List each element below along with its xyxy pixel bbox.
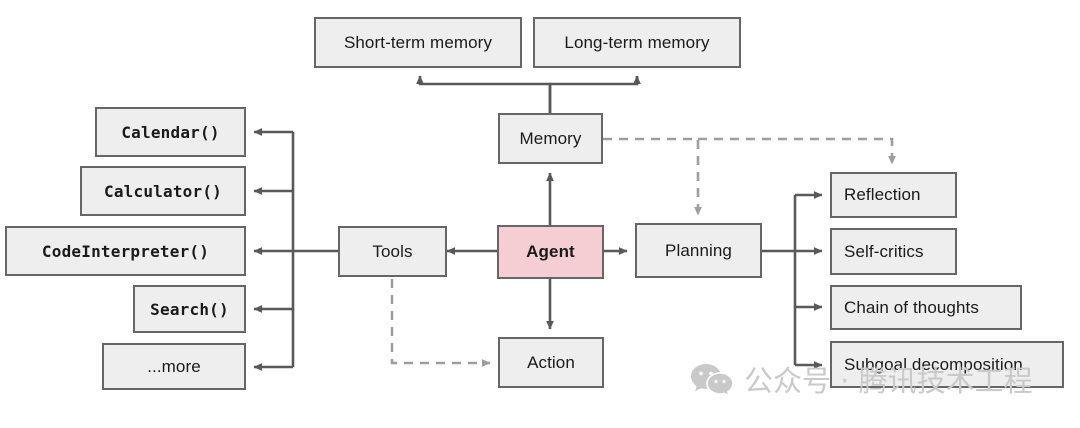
node-label: Long-term memory	[564, 32, 710, 52]
watermark: 公众号 · 腾讯技术工程	[690, 358, 1033, 400]
node-label: Subgoal decomposition	[844, 354, 1023, 374]
node-short-term-memory[interactable]: Short-term memory	[314, 17, 522, 68]
node-more[interactable]: ...more	[102, 343, 246, 390]
node-label: Action	[527, 352, 575, 372]
node-label: Agent	[526, 242, 575, 261]
node-planning[interactable]: Planning	[635, 223, 762, 278]
node-label: Chain of thoughts	[844, 297, 979, 317]
node-label: Reflection	[844, 185, 921, 204]
wechat-icon	[691, 364, 734, 396]
node-label: Memory	[519, 128, 582, 148]
node-label: ...more	[147, 356, 201, 376]
node-label: Tools	[372, 241, 413, 261]
node-agent[interactable]: Agent	[497, 225, 604, 279]
node-long-term-memory[interactable]: Long-term memory	[533, 17, 741, 68]
node-label: Self-critics	[844, 241, 924, 261]
node-chain-of-thoughts[interactable]: Chain of thoughts	[830, 285, 1022, 330]
node-label: Calculator()	[104, 181, 222, 201]
watermark-text: 公众号 · 腾讯技术工程	[744, 364, 1033, 398]
node-label: Calendar()	[121, 122, 220, 142]
node-calculator[interactable]: Calculator()	[80, 166, 246, 216]
node-calendar[interactable]: Calendar()	[95, 107, 246, 157]
node-label: Short-term memory	[343, 32, 493, 52]
node-search[interactable]: Search()	[133, 285, 246, 333]
node-tools[interactable]: Tools	[338, 226, 447, 277]
node-self-critics[interactable]: Self-critics	[830, 228, 957, 275]
node-action[interactable]: Action	[498, 337, 604, 388]
node-label: Search()	[150, 299, 229, 319]
node-reflection[interactable]: Reflection	[830, 172, 957, 218]
node-label: Planning	[665, 240, 732, 260]
node-subgoal-decomposition[interactable]: Subgoal decomposition	[830, 341, 1064, 388]
node-memory[interactable]: Memory	[498, 113, 603, 164]
node-code-interpreter[interactable]: CodeInterpreter()	[5, 226, 246, 276]
node-label: CodeInterpreter()	[41, 241, 210, 261]
